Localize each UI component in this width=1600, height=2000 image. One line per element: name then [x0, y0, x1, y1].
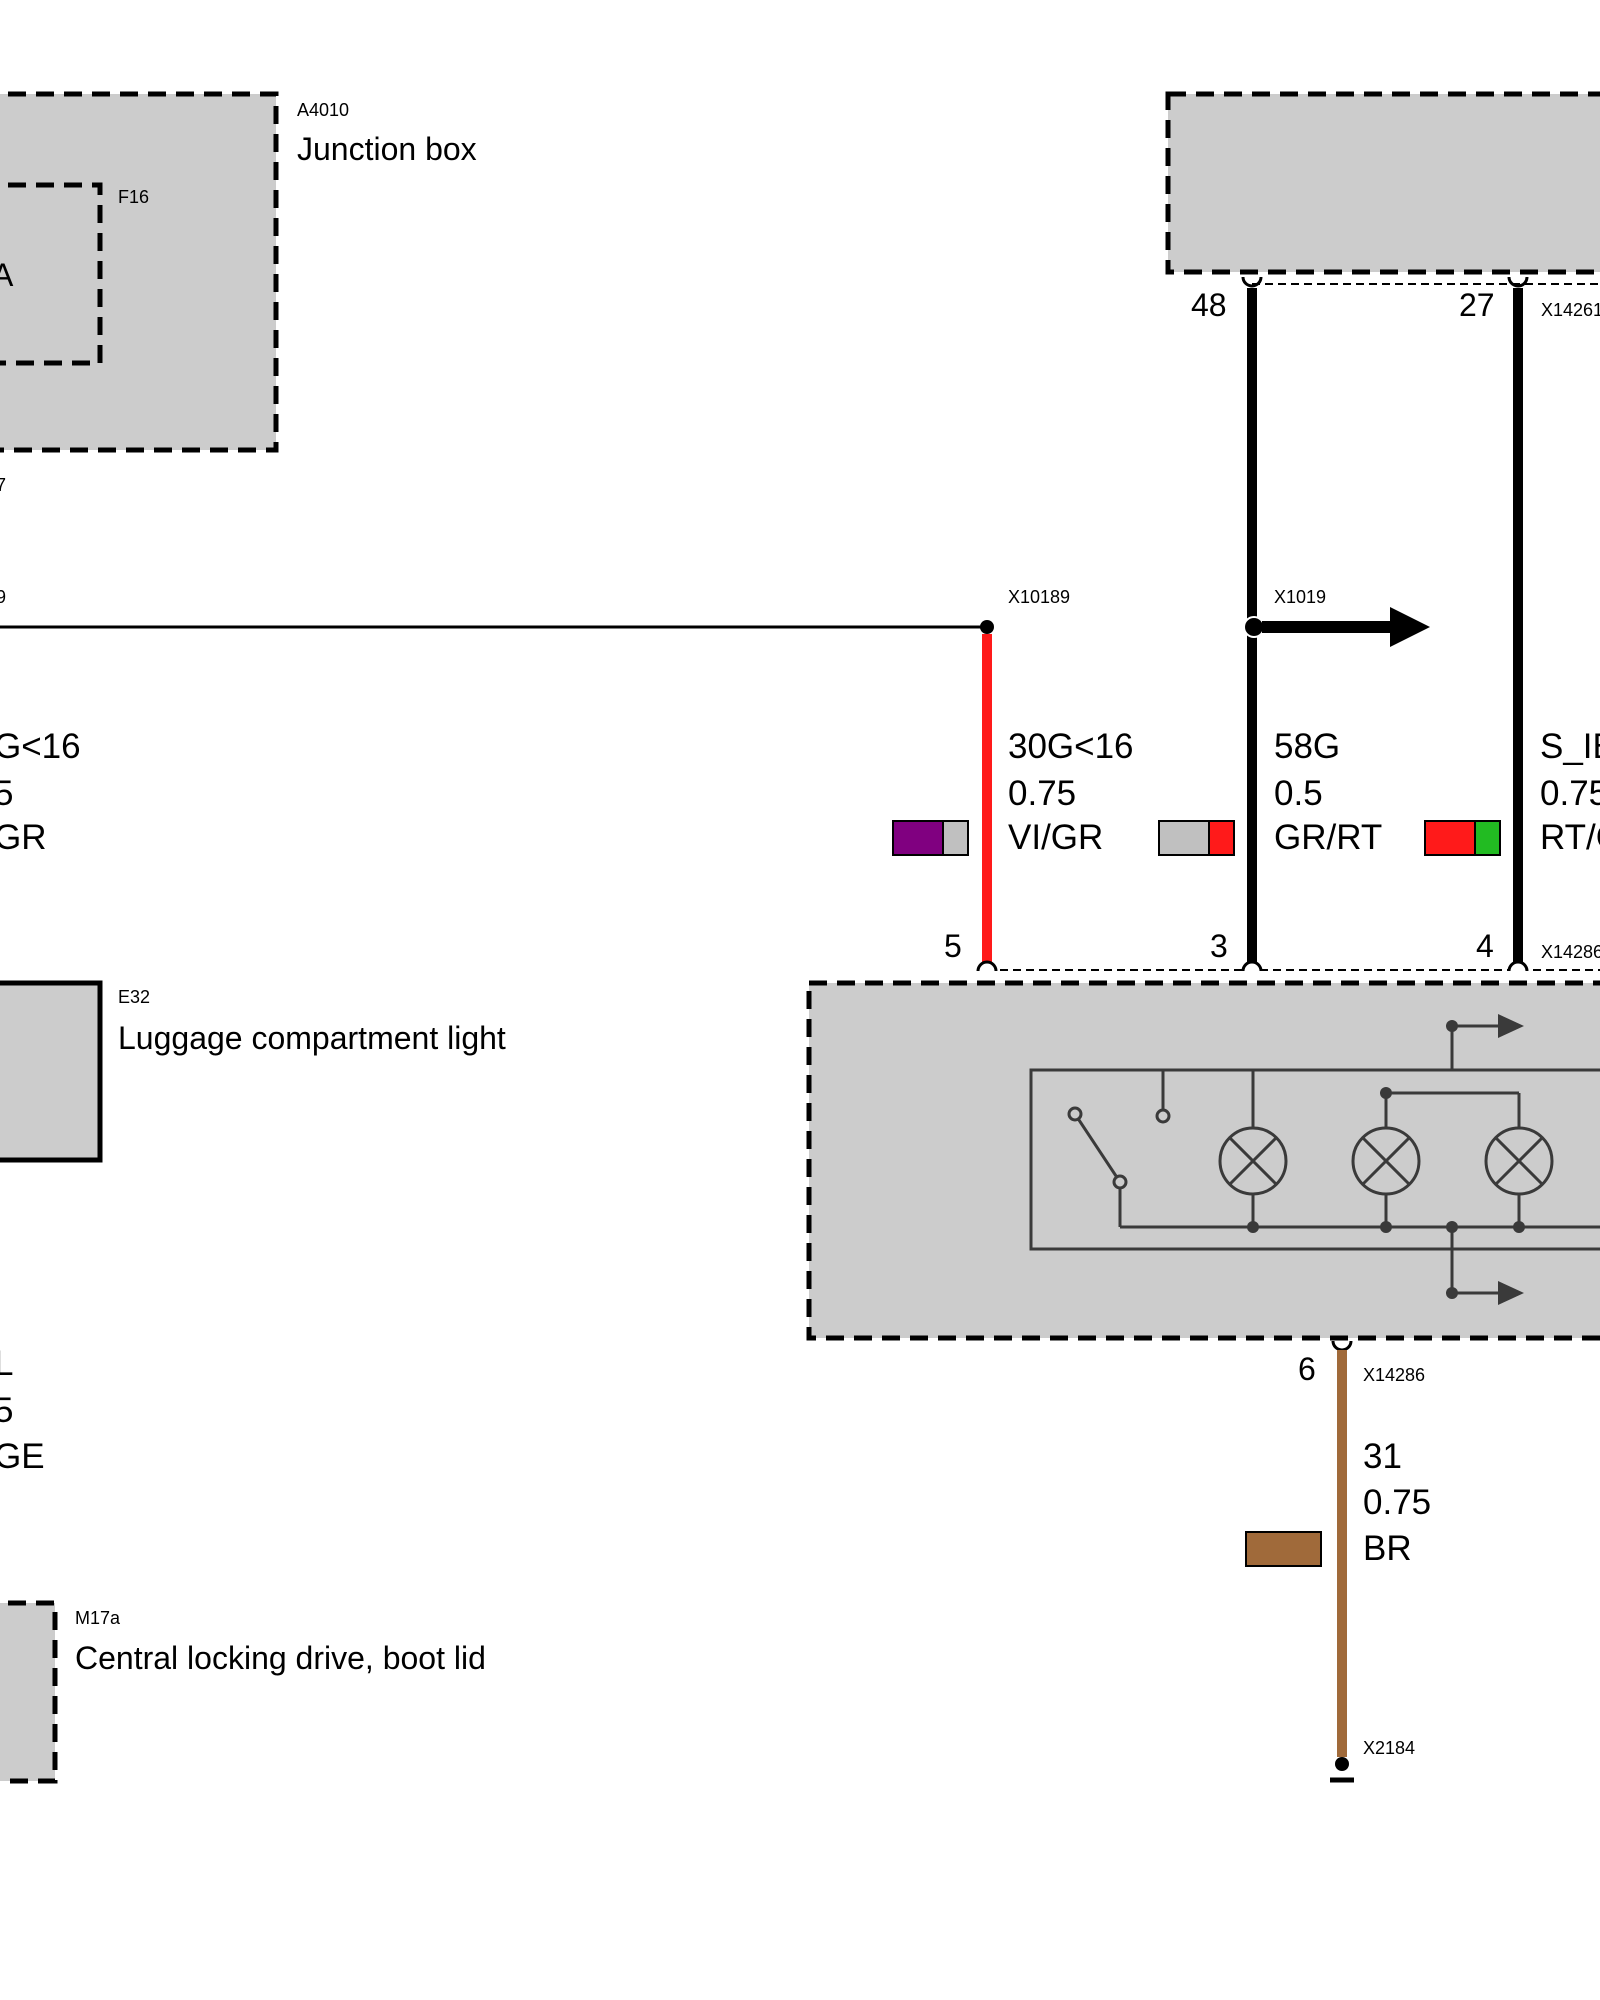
junction-box-name: Junction box: [297, 131, 477, 167]
wire-left-bottom-gauge: 5: [0, 1391, 13, 1430]
wire-left-bottom-color: GE: [0, 1437, 45, 1476]
fuse-partial-label: A: [0, 257, 14, 293]
junction-box: [0, 91, 279, 453]
pin-5-hook: [976, 960, 998, 972]
wire-58g-color: GR/RT: [1274, 818, 1382, 857]
fuse-f16: [0, 182, 103, 366]
pin-4-hook: [1507, 960, 1529, 972]
wire-58g-gauge: 0.5: [1274, 774, 1323, 813]
luggage-light-id: E32: [118, 987, 150, 1007]
continuation-arrow-icon: [1390, 607, 1430, 647]
pin-6-hook: [1331, 1340, 1353, 1352]
connector-x14261: X14261: [1541, 300, 1600, 320]
connector-x1019: X1019: [1274, 587, 1326, 607]
luggage-light-left-block: [0, 980, 103, 1163]
pin-3-hook: [1241, 960, 1263, 972]
lamp-schematic: [1029, 1024, 1600, 1295]
wire-58g-signal: 58G: [1274, 727, 1340, 766]
connector-x10189: X10189: [1008, 587, 1070, 607]
swatch-30g-b: [942, 820, 969, 856]
fuse-id: F16: [118, 187, 149, 207]
locking-drive-block: [0, 1600, 58, 1784]
connector-x14286-top: X14286: [1541, 942, 1600, 962]
wire-30g-gauge: 0.75: [1008, 774, 1076, 813]
wire-sib-signal: S_IB: [1540, 727, 1600, 766]
locking-drive-name: Central locking drive, boot lid: [75, 1640, 486, 1676]
pin-5: 5: [944, 928, 962, 964]
swatch-58g-a: [1158, 820, 1210, 856]
pin-4: 4: [1476, 928, 1494, 964]
wire-left-bottom-signal: L: [0, 1344, 13, 1383]
connector-9-fragment: 9: [0, 587, 6, 607]
swatch-58g-b: [1208, 820, 1235, 856]
swatch-31: [1245, 1531, 1322, 1567]
pin-48-hook: [1241, 276, 1263, 288]
wire-31-gauge: 0.75: [1363, 1483, 1431, 1522]
wire-sib-gauge: 0.75: [1540, 774, 1600, 813]
schematic-dots: [1247, 1014, 1525, 1305]
wire-30g-color: VI/GR: [1008, 818, 1103, 857]
connector-x14286-bottom: X14286: [1363, 1365, 1425, 1385]
connector-x2184: X2184: [1363, 1738, 1415, 1758]
wire-sib-color: RT/G: [1540, 818, 1600, 857]
locking-drive-id: M17a: [75, 1608, 121, 1628]
luggage-light-name: Luggage compartment light: [118, 1020, 506, 1056]
top-module: [1165, 91, 1600, 275]
swatch-sib-a: [1424, 820, 1476, 856]
luggage-light-module: [806, 980, 1600, 1341]
wire-left-signal: G<16: [0, 727, 81, 766]
pin-3: 3: [1210, 928, 1228, 964]
wire-left-color: GR: [0, 818, 47, 857]
splice-x10189: [980, 620, 994, 634]
connector-7-fragment: 7: [0, 475, 6, 495]
pin-27-hook: [1507, 276, 1529, 288]
wire-30g-signal: 30G<16: [1008, 727, 1134, 766]
pin-6: 6: [1298, 1351, 1316, 1387]
wire-31-signal: 31: [1363, 1437, 1402, 1476]
swatch-30g-a: [892, 820, 944, 856]
wire-left-gauge: 5: [0, 774, 13, 813]
pin-27: 27: [1459, 287, 1495, 323]
splice-x1019: [1243, 616, 1265, 638]
wire-31-color: BR: [1363, 1529, 1412, 1568]
pin-48: 48: [1191, 287, 1227, 323]
swatch-sib-b: [1474, 820, 1501, 856]
ground-dot: [1335, 1757, 1349, 1771]
junction-box-id: A4010: [297, 100, 349, 120]
